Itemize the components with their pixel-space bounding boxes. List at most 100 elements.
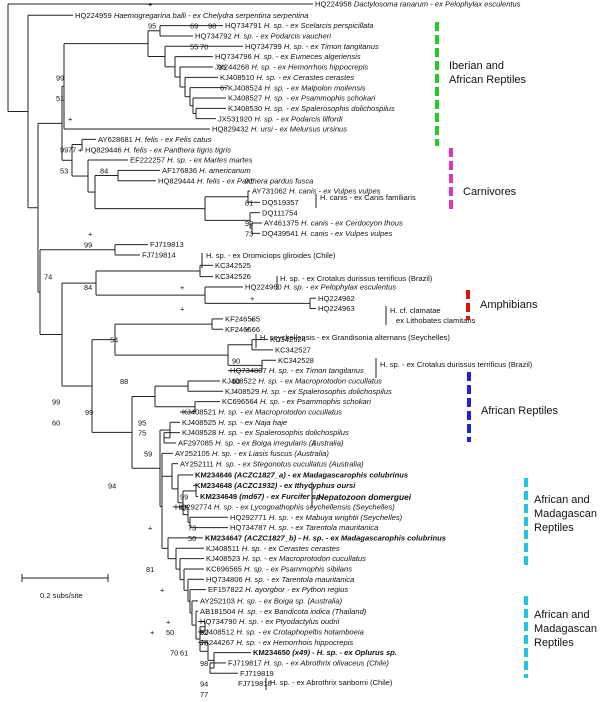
leaf-accession: KM234649 <box>200 492 237 501</box>
support-value: 51 <box>56 94 64 103</box>
leaf-accession: HQ734792 <box>195 32 232 41</box>
leaf-accession: KJ408512 <box>200 628 234 637</box>
support-value: + <box>68 115 72 124</box>
leaf-accession: FJ719819 <box>240 669 274 678</box>
leaf-accession: AY461375 <box>264 219 299 228</box>
leaf-label: FJ719817 H. sp. - ex Abrothrix olivaceus… <box>228 659 389 668</box>
support-value: + <box>148 524 152 533</box>
clade-note: ex Lithobates clamitans <box>396 316 476 325</box>
leaf-label: FJ719819 <box>240 669 274 678</box>
support-value: 75 <box>138 429 146 438</box>
support-value: + <box>148 0 152 9</box>
leaf-description: H. sp. - ex Podarcis vaucheri <box>232 32 331 41</box>
leaf-label: EF222257 H. sp. - ex Martes martes <box>130 156 253 165</box>
clade-note: H. sp. - ex Crotalus durissus terrificus… <box>280 274 433 283</box>
leaf-description: H. sp. - ex Stegonotus cucullatus (Austr… <box>214 459 364 468</box>
leaf-label: KM234650 (x49) - H. sp. - ex Oplurus sp. <box>253 648 397 657</box>
leaf-accession: EF222257 <box>130 156 165 165</box>
leaf-label: KJ408522 H. sp. - ex Macroprotodon cucul… <box>222 377 382 386</box>
leaf-accession: HQ224958 <box>315 0 352 9</box>
support-value: 90 <box>232 356 240 365</box>
leaf-accession: DQ111754 <box>262 208 298 217</box>
leaf-label: KC342527 <box>275 346 311 355</box>
support-value: + <box>250 294 254 303</box>
leaf-label: FJ719816 <box>238 679 272 688</box>
leaf-label: KC696564 H. sp. - ex Psammophis schokari <box>222 397 371 406</box>
support-value: 92 <box>245 219 253 228</box>
leaf-label: AY731062 H. canis - ex Vulpes vulpes <box>252 187 381 196</box>
leaf-accession: FJ719814 <box>142 251 176 260</box>
leaf-accession: AY252103 <box>200 597 235 606</box>
group-label: Madagascan <box>534 623 597 635</box>
leaf-description: H. sp. - ex Lycognathophis seychellensis… <box>212 503 396 512</box>
support-value: + <box>78 146 82 155</box>
leaf-accession: KC696565 <box>206 565 242 574</box>
support-value: 81 <box>245 198 253 207</box>
support-value: 99 <box>180 493 188 502</box>
leaf-accession: KF246565 <box>225 315 260 324</box>
leaf-description: (ACZC1827_a) - ex Madagascarophis colubr… <box>232 471 408 480</box>
leaf-label: AF176836 H. americanum <box>162 166 251 175</box>
leaf-accession: KJ408530 <box>228 104 262 113</box>
support-value: 77 <box>200 690 208 699</box>
leaf-accession: KJ408528 <box>182 428 216 437</box>
tree-leaves: HQ224958 Dactylosoma ranarum - ex Peloph… <box>75 0 521 688</box>
support-value: 60 <box>52 418 60 427</box>
leaf-label: HQ829432 H. ursi - ex Melursus ursinus <box>212 125 347 134</box>
support-value: + <box>166 618 170 627</box>
leaf-label: KJ408510 H. sp. - ex Cerastes cerastes <box>220 73 354 82</box>
support-value: 95 <box>148 22 156 31</box>
support-value: + <box>245 325 249 334</box>
leaf-label: KC342528 <box>278 356 314 365</box>
group-label: Madagascan <box>534 508 597 520</box>
support-value: + <box>180 283 184 292</box>
leaf-description: H. felis - ex Panthera tigris tigris <box>122 145 232 154</box>
support-value: + <box>250 315 254 324</box>
leaf-label: KJ408529 H. sp. - ex Spalerosophis dolic… <box>225 387 392 396</box>
support-value: 94 <box>200 680 208 689</box>
leaf-accession: KC696564 <box>222 397 258 406</box>
support-value: 50 <box>188 534 196 543</box>
leaf-label: KM234648 (ACZC1932) - ex Ithycyphus ours… <box>195 481 356 490</box>
support-value: 74 <box>44 273 52 282</box>
support-value: 99 <box>85 408 93 417</box>
leaf-accession: DQ439541 <box>262 229 299 238</box>
leaf-label: KF246566 <box>225 325 260 334</box>
leaf-accession: KJ408522 <box>222 377 256 386</box>
leaf-label: FJ719814 <box>142 251 176 260</box>
leaf-label: HQ734792 H. sp. - ex Podarcis vaucheri <box>195 32 331 41</box>
leaf-description: (x49) - H. sp. - ex Oplurus sp. <box>290 648 397 657</box>
support-value: 81 <box>146 565 154 574</box>
leaf-label: AY252105 H. sp. - ex Liasis fuscus (Aust… <box>175 449 329 458</box>
support-value: 99 <box>56 73 64 82</box>
leaf-accession: KC342526 <box>215 272 251 281</box>
leaf-description: H. sp. - ex Crotaphopeltis hotamboeia <box>234 628 364 637</box>
leaf-label: HQ224962 <box>318 294 355 303</box>
leaf-accession: KJ408521 <box>182 408 216 417</box>
leaf-description: H. sp. - ex Timon tangitanus <box>267 366 364 375</box>
leaf-accession: AB181504 <box>200 607 235 616</box>
group-label: Amphibians <box>480 299 538 311</box>
support-value: 53 <box>60 166 68 175</box>
leaf-accession: KJ408523 <box>206 554 240 563</box>
leaf-description: H. sp. - ex Spalerosophis dolichospilus <box>216 428 349 437</box>
group-label: Carnivores <box>463 186 517 198</box>
leaf-accession: FJ719817 <box>228 659 262 668</box>
leaf-description: H. sp. - ex Cerastes cerastes <box>240 544 340 553</box>
support-value: 69 <box>190 22 198 31</box>
leaf-description: H. sp. - ex Tarentola mauritanica <box>267 523 379 532</box>
leaf-accession: KM234647 <box>205 534 242 543</box>
leaf-description: H. sp. - ex Macroprotodon cucullatus <box>240 554 366 563</box>
leaf-accession: KF246566 <box>225 325 260 334</box>
leaf-accession: KC342525 <box>215 261 251 270</box>
leaf-description: H. sp. - ex Spalerosophis dolichospilus <box>262 104 395 113</box>
leaf-label: HQ734791 H. sp. - ex Scelarcis perspicil… <box>225 21 374 30</box>
leaf-label: JX531920 H. sp. - ex Podarcis lilfordi <box>218 114 343 123</box>
leaf-label: HQ224959 Haemogregarina balli - ex Chely… <box>75 11 308 20</box>
leaf-label: AB181504 H. sp. - ex Bandicota indica (T… <box>200 607 367 616</box>
leaf-label: AF297085 H. sp. - ex Boiga irregularis (… <box>178 439 344 448</box>
leaf-description: H. sp. - ex Timon tangitanus <box>282 42 379 51</box>
support-value: 84 <box>84 283 92 292</box>
leaf-description: H. sp. - ex Macroprotodon cucullatus <box>216 408 342 417</box>
